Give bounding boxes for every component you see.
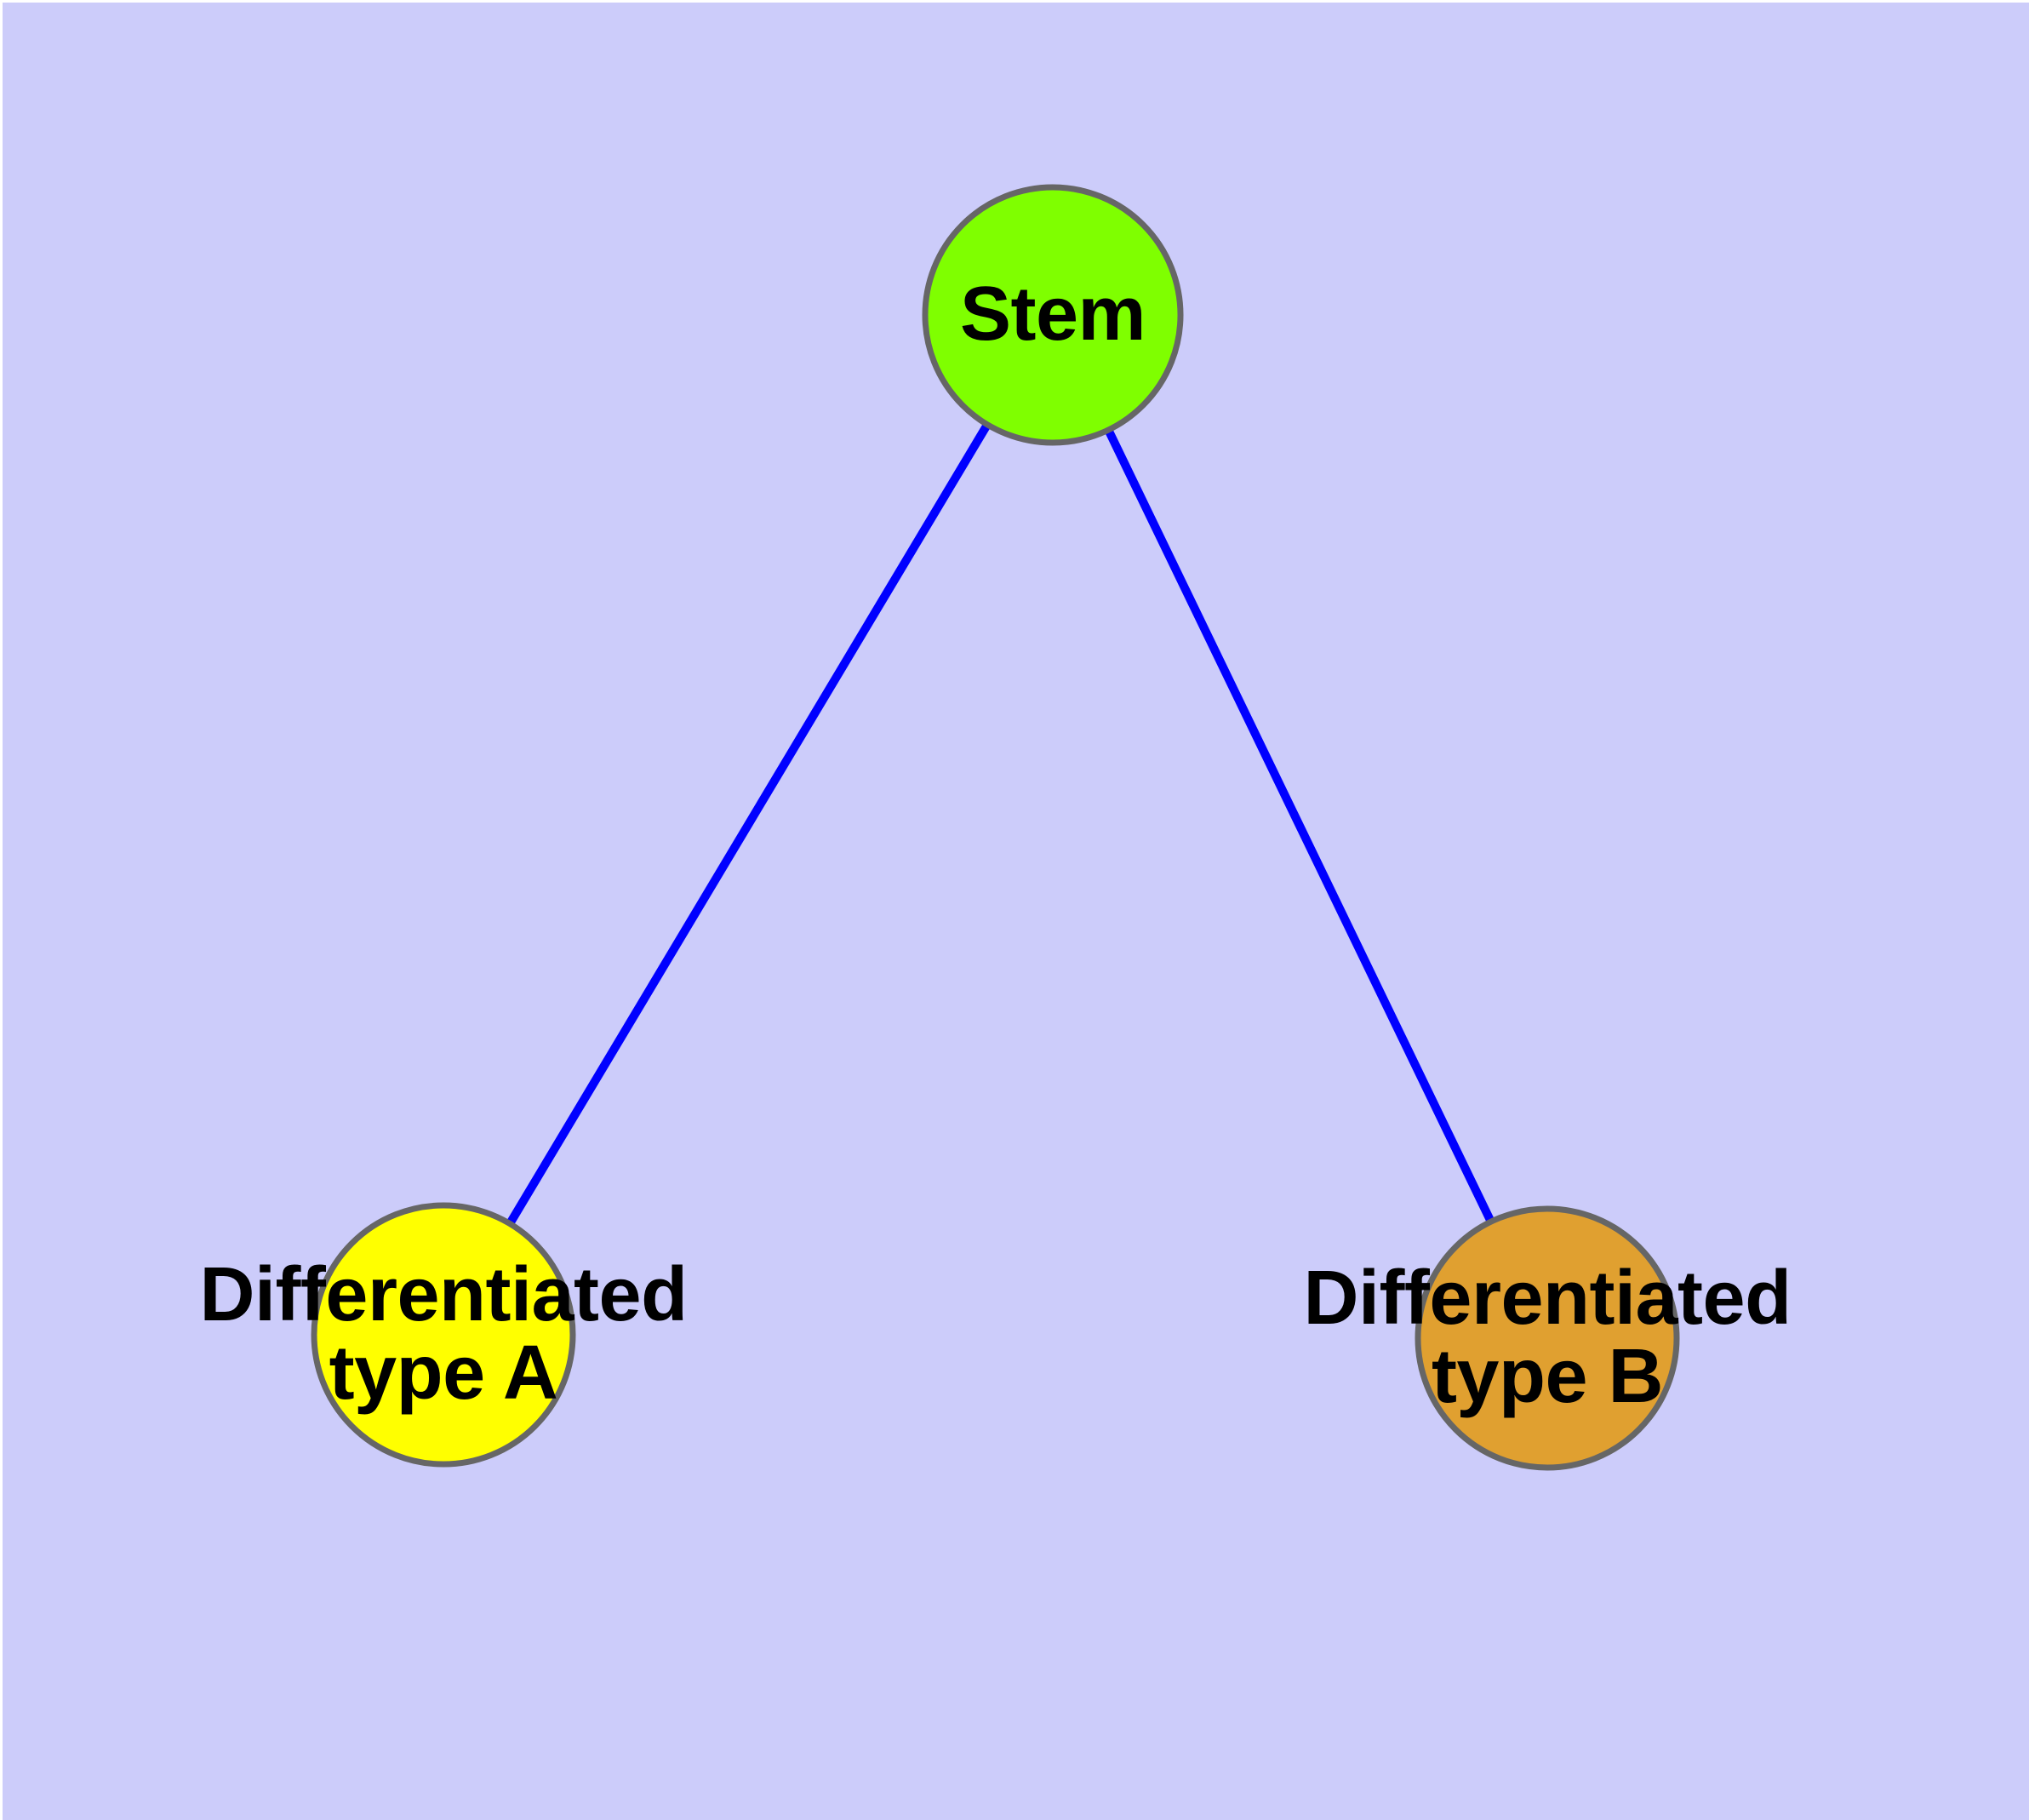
node-differentiated-type-b-circle[interactable] (1415, 1205, 1680, 1471)
node-differentiated-type-a-circle[interactable] (311, 1202, 576, 1468)
node-stem-circle[interactable] (922, 184, 1184, 446)
edge-stem-to-differentiated-type-b (1049, 312, 1552, 1341)
edge-layer (439, 312, 1552, 1341)
edge-stem-to-differentiated-type-a (439, 312, 1057, 1337)
graph-svg (311, 184, 1680, 1471)
node-layer (311, 184, 1680, 1471)
